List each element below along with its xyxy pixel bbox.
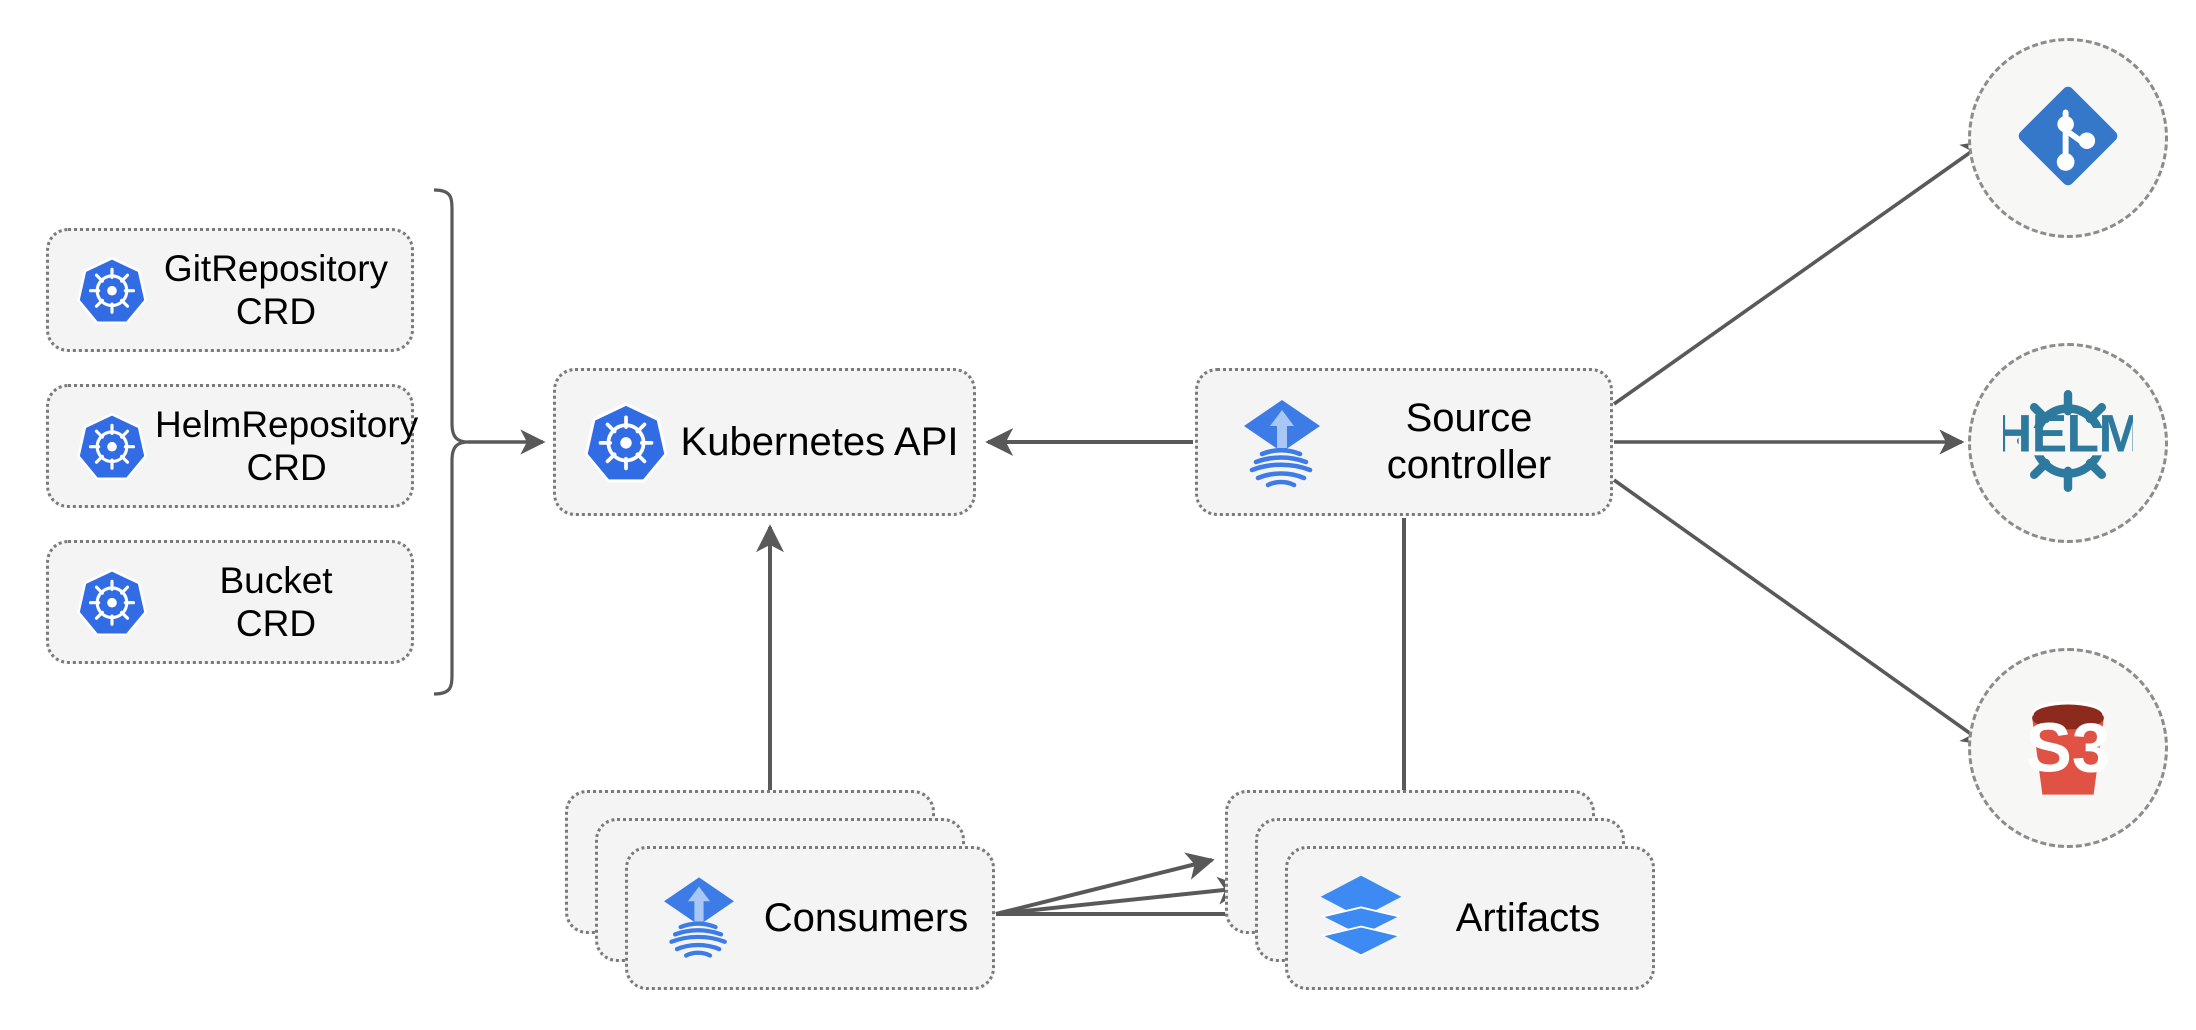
node-gitrepository-crd[interactable]: GitRepository CRD [46, 228, 414, 352]
node-label: Artifacts [1455, 895, 1601, 940]
node-consumers[interactable]: Consumers [565, 790, 995, 990]
node-kubernetes-api[interactable]: Kubernetes API [553, 368, 976, 516]
edge-source-controller-to-git [1612, 140, 1988, 406]
flux-icon [653, 870, 745, 967]
helm-label: HELM [2003, 404, 2133, 463]
edge-consumers-to-artifacts-1 [995, 852, 1215, 916]
node-source-controller[interactable]: Source controller [1195, 368, 1613, 516]
helm-icon: HELM [1994, 376, 2143, 511]
flux-icon [1232, 392, 1332, 492]
artifacts-content: Artifacts [1285, 846, 1655, 990]
consumers-sheet-front [625, 846, 995, 990]
kubernetes-icon [582, 398, 670, 486]
kubernetes-icon [75, 409, 149, 483]
node-label: Source controller [1386, 396, 1552, 487]
kubernetes-icon [75, 565, 149, 639]
consumers-content: Consumers [625, 846, 995, 990]
endpoint-s3[interactable]: S3 [1968, 648, 2168, 848]
node-label: GitRepository CRD [163, 247, 389, 332]
kubernetes-icon [75, 253, 149, 327]
s3-bucket-icon: S3 [2004, 682, 2132, 815]
node-artifacts[interactable]: Artifacts [1225, 790, 1655, 990]
git-icon [2009, 77, 2127, 200]
endpoint-helm[interactable]: HELM [1968, 343, 2168, 543]
s3-label: S3 [2026, 708, 2111, 786]
node-helmrepository-crd[interactable]: HelmRepository CRD [46, 384, 418, 508]
layers-icon [1313, 868, 1409, 969]
node-label: Bucket CRD [219, 559, 333, 644]
node-label: Consumers [763, 895, 969, 940]
edge-source-controller-to-s3 [1612, 478, 1988, 746]
node-bucket-crd[interactable]: Bucket CRD [46, 540, 414, 664]
crd-group-bracket [433, 188, 469, 696]
edge-consumers-to-artifacts-2 [995, 876, 1246, 916]
node-label: Kubernetes API [680, 419, 959, 464]
node-label: HelmRepository CRD [155, 403, 419, 488]
endpoint-git[interactable] [1968, 38, 2168, 238]
